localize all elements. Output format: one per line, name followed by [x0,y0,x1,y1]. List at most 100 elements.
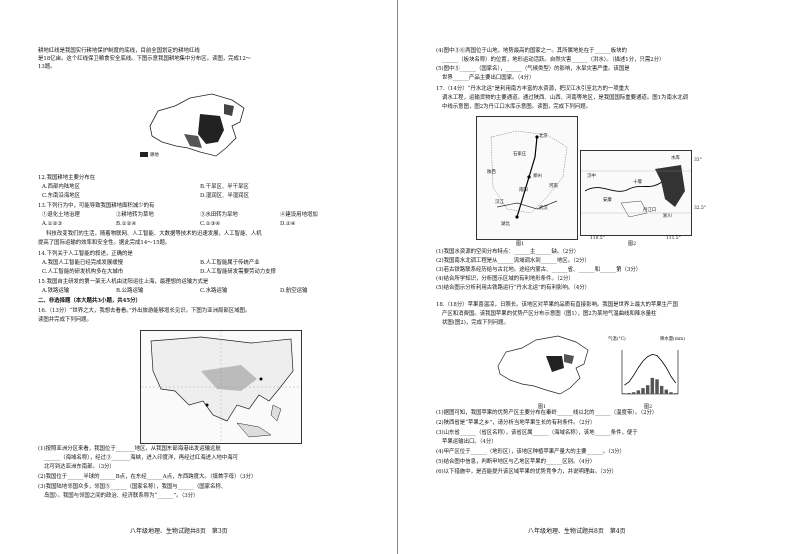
fig1-label-hanjiang: 汉江 [495,200,504,205]
q16-stem-1: 16.（13分）“世界之大，我想去看看。”外出旅游能够增长见识。下图为亚洲局部区… [38,308,251,314]
q14-opt-a: A.我国人工智能已经完成发展缓慢 [42,260,124,266]
fig2-label-ankang: 安康 [603,198,612,203]
china-farmland-map [140,93,245,157]
intro-line-2: 是18亿亩。这个红线保卫粮食安全底线。下图示意我国耕地集中分布区。读图，完成12… [38,56,252,62]
q12-opt-c: C.东南沿海地区 [42,193,80,199]
q14-opt-b: B.人工智能属于传统产业 [200,260,260,266]
fig2-lon-left: 110.5° [590,236,605,241]
q18-part-3a: (3)山东省______（省区名称），该省区属______（海域名称），该地__… [436,430,638,436]
q17-part-1: (1)我国水资源的空间分布特点：______主______缺。（2分） [436,249,580,255]
q13-item-3: ③水田转为旱地 [200,212,238,218]
fig1-label-beijing: 北京 [539,134,548,139]
fig3-caption: 图1 [538,404,547,410]
fig2-reservoir-svg [581,165,691,218]
q13-item-4: ④建设用地增加 [280,212,318,218]
q18-part-4: (4)甲产区位于______（地形区），该地区种植苹果产量大的主要______。… [436,449,625,455]
fig2-label-xichuan: 淅川 [663,214,672,219]
fig1-label-hubei: 湖北 [501,222,510,227]
chart-precip-axis-title: 降水量(mm) [660,337,685,342]
q16-stem-2: 读图并完成下列问题。 [38,317,92,323]
q13-opt-a: A.①②③ [42,221,63,227]
q16-part-1b: ______（海域名称），经过③_______海峡，进入印度洋，再经过红海进入地… [44,455,239,461]
q17-part-5: (5)结合图示分析利用古铁路运行“丹水北运”的有利影响。（4分） [436,285,591,291]
q17-intro-1: 17.（14分）“丹水北运”是利用南方丰富的水资源，把汉江水引至北方的一项重大 [436,86,630,92]
fig1-label-henan: 河南 [549,184,558,189]
q12-opt-b: B.干旱区、半干旱区 [200,184,249,190]
fig2-label-danjiangkou: 丹江口 [643,208,657,213]
asia-map-figure [140,330,302,444]
fig1-route-svg [490,130,568,219]
fig2-label-hanzhong: 汉中 [587,174,596,179]
q16-part-4b: ______（板块名称）的位置，地形运动活跃。自然灾害______（洪水）。（描… [442,57,665,63]
precip-bar-12 [673,393,678,394]
q17-part-2: (2)我国南水北调工程是从______流域调水到______地区。（2分） [436,258,590,264]
precip-bar-9 [659,385,664,394]
climate-chart [621,350,679,395]
right-footer: 八年级地理、生物试题共8页 第4页 [528,528,626,535]
q14-opt-d: D.人工智能研发需要劳动力支撑 [200,269,276,275]
intro2-line-1: 科技改变我们的生活，随着物联网、人工智能、大数据等技术的迅速发展，人工智能、人机 [46,231,262,237]
fig2-caption: 图2 [628,241,637,247]
q18-part-3b: 苹果运输出口。（4分） [442,439,497,445]
asia-map [141,331,301,443]
q16-part-1a: (1)按照亚洲分区来看，我国位于_______地区，从我国东部海港出发运输远航 [38,446,221,452]
q13-opt-b: B.①②④ [116,221,137,227]
precip-bar-11 [669,392,673,394]
q15-opt-b: B.公路运输 [116,288,144,294]
fig2-lat-bottom: 32.5° [694,206,706,211]
precip-bar-10 [664,389,669,394]
q13-opt-c: C.①③④ [200,221,221,227]
precip-bar-2 [627,392,631,394]
q16-part-5a: (5)图中⑤______（国家名），______（气候类型）的影响，水旱灾害严重… [436,66,630,72]
precip-bar-1 [622,393,627,394]
q16-part-3a: (3)我国陆地邻国众多，邻国⑤______（国家名称），我国与______（国家… [38,484,227,490]
apple-region-map [497,335,589,395]
q12-opt-d: D.湿润区、半湿润区 [200,193,249,199]
q13-stem: 13.下列行为中，可能导致我国耕地面积减少的有 [38,203,155,209]
fig1-label-shaanxi: 陕西 [487,170,496,175]
section-2-heading: 二、非选择题（本大题共3小题，共45分） [38,298,141,304]
q18-intro-1: 18.（18分）苹果喜温凉，日照长。该地区对苹果的品质有直接影响。我国是世界上最… [436,302,678,308]
q12-stem: 12.我国耕地主要分布在 [38,175,96,181]
chart-axes [621,350,679,395]
q18-intro-3: 状图(图2)，完成下列问题。 [442,320,509,326]
fig2-label-shiyan: 十堰 [633,180,642,185]
q17-part-4: (4)结合所学知识，分析图示区域的有利地形条件。（2分） [436,276,574,282]
q15-stem: 15.我国自主研发的第一架无人机由沈阳运往上海，最理想的运输方式是 [38,279,209,285]
q15-opt-d: D.航空运输 [280,288,308,294]
q12-opt-a: A.西部内陆地区 [42,184,80,190]
q18-part-1: (1)据图可知，我国苹果的优势产区主要分布在秦岭______线以北的______… [436,410,658,416]
precip-bar-5 [641,388,645,394]
intro-line-3: 13题。 [38,64,56,70]
intro2-line-2: 提高了国际运输的效率和安全性。据此完成14～15题。 [38,240,171,246]
q13-item-1: ①退化土地治理 [42,212,80,218]
q16-part-2: (2)我国位于______半球的______B点，在东经______A点，东西跨… [38,474,257,480]
q16-part-1c: 北可到达亚洲东南部。（3分） [44,464,115,470]
q17-part-3: (3)若古铁路联系经历给与古北地。途经内蒙古、______省、______和__… [436,267,642,273]
q14-stem: 14.下列关于人工智能的叙述，正确的是 [38,251,133,257]
precip-bar-4 [636,390,641,394]
fig1-route-map: 北京 石家庄 郑州 武汉 南阳 汉江 陕西 河南 湖北 [476,116,578,240]
fig1-label-zhengzhou: 郑州 [533,174,542,179]
q16-part-3b: 岛国）。我国与邻国之间的政治、经济联系称为“______”。（3分） [44,493,199,499]
right-page: (4)图中③⑥两国位于山地，地势最高的国家之一。其所属地处在于______板块的… [398,0,794,554]
fig1-label-nanyang: 南阳 [519,188,528,193]
precip-bar-3 [631,392,636,394]
fig2-lat-top: 33° [694,158,702,163]
intro-line-1: 耕地红线是我国实行耕地保护制度的底线，目前全国划定的耕地红线 [38,48,200,54]
q17-intro-3: 中线示意图，图2为丹江口水库示意图。读图，完成下列问题。 [442,104,591,110]
fig1-label-wuhan: 武汉 [539,206,548,211]
fig2-reservoir-map: 汉中 安康 十堰 丹江口 淅川 水库 [580,150,692,236]
map-legend-label: 耕地 [150,153,159,158]
chart-temp-axis-title: 气温(°C) [608,337,626,342]
q14-opt-c: C.人工智能的研发机构多在大城市 [42,269,124,275]
q18-intro-2: 产区和消费国。该我国苹果的优势产区分布示意图（图1），图2为某地气温曲线和降水量… [442,311,657,317]
fig1-caption: 图1 [516,241,525,247]
q16-part-4a: (4)图中③⑥两国位于山地，地势最高的国家之一。其所属地处在于______板块的 [436,48,627,54]
q13-item-2: ②耕地转为草地 [116,212,154,218]
precip-bar-7 [650,377,655,394]
fig4-caption: 图2 [644,404,653,410]
fig1-label-shijiazhuang: 石家庄 [513,152,527,157]
q13-opt-d: D.②④ [280,221,296,227]
q17-intro-2: 调水工程，运输货物的主要通道。通过陕西、山西、河南等地区，是我国国际重要通道。图… [442,95,689,101]
